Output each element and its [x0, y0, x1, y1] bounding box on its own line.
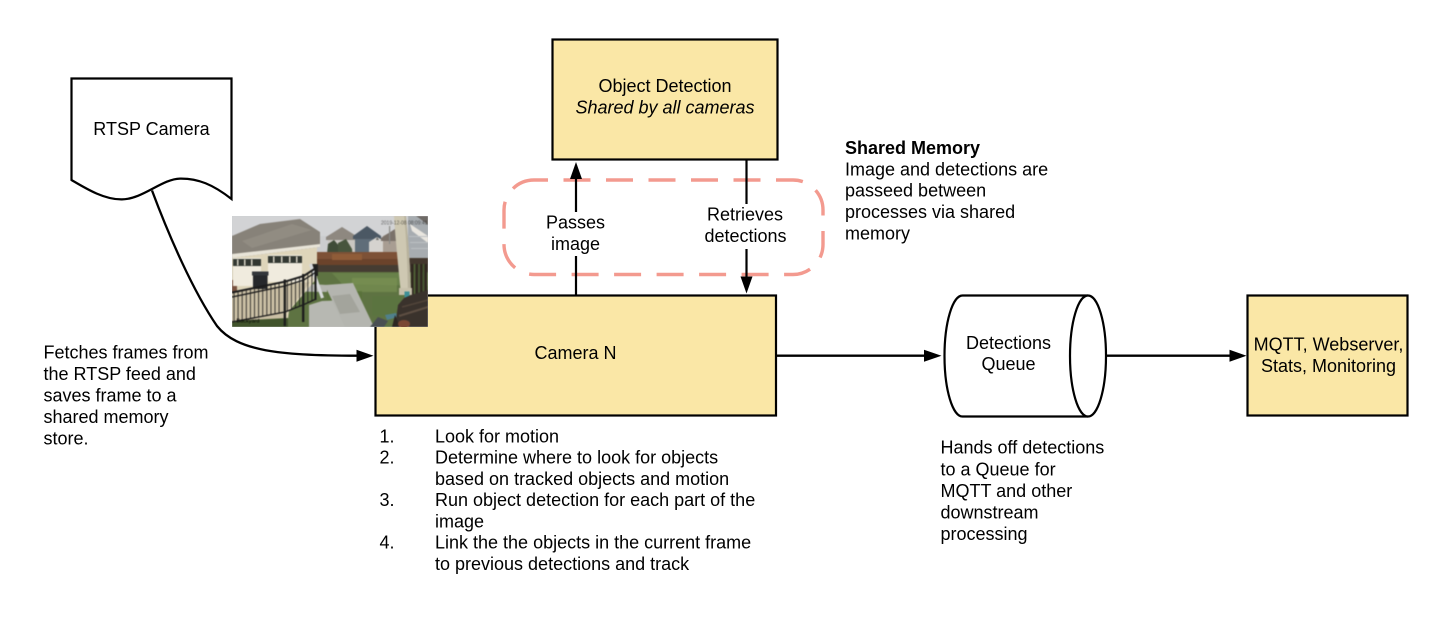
svg-text:Run object detection for each: Run object detection for each part of th…	[435, 490, 755, 510]
svg-text:Backyard: Backyard	[237, 319, 260, 325]
svg-text:the RTSP feed and: the RTSP feed and	[44, 364, 196, 384]
svg-text:Passes: Passes	[546, 212, 605, 232]
svg-text:Fetches frames from: Fetches frames from	[44, 342, 209, 362]
svg-text:image: image	[435, 511, 484, 531]
svg-text:2019-12-08 08:09:41: 2019-12-08 08:09:41	[381, 221, 428, 227]
svg-text:saves frame to a: saves frame to a	[44, 386, 178, 406]
svg-text:store.: store.	[44, 429, 89, 449]
svg-text:image: image	[551, 234, 600, 254]
svg-text:Camera N: Camera N	[534, 343, 616, 363]
svg-text:shared memory: shared memory	[44, 407, 169, 427]
svg-text:Image and detections are: Image and detections are	[845, 159, 1048, 179]
svg-text:Queue: Queue	[981, 354, 1035, 374]
svg-text:memory: memory	[845, 223, 910, 243]
svg-text:to a Queue for: to a Queue for	[941, 459, 1056, 479]
svg-text:detections: detections	[704, 226, 786, 246]
svg-text:Object Detection: Object Detection	[598, 76, 731, 96]
svg-text:Hands off detections: Hands off detections	[941, 438, 1105, 458]
svg-text:3.: 3.	[380, 490, 395, 510]
svg-text:processing: processing	[941, 524, 1028, 544]
svg-text:Retrieves: Retrieves	[707, 204, 783, 224]
svg-text:Look for motion: Look for motion	[435, 426, 559, 446]
svg-text:processes via shared: processes via shared	[845, 202, 1015, 222]
svg-text:Shared by all cameras: Shared by all cameras	[575, 98, 754, 118]
svg-text:RTSP Camera: RTSP Camera	[93, 119, 210, 139]
svg-text:Shared Memory: Shared Memory	[845, 138, 980, 158]
svg-text:passeed between: passeed between	[845, 181, 986, 201]
svg-text:MQTT and other: MQTT and other	[941, 481, 1073, 501]
svg-text:Link the the objects in the cu: Link the the objects in the current fram…	[435, 533, 751, 553]
svg-text:Stats, Monitoring: Stats, Monitoring	[1261, 356, 1396, 376]
svg-text:Determine where to look for ob: Determine where to look for objects	[435, 448, 718, 468]
svg-text:2.: 2.	[380, 448, 395, 468]
svg-text:4.: 4.	[380, 533, 395, 553]
svg-text:to previous detections and tra: to previous detections and track	[435, 554, 690, 574]
svg-text:downstream: downstream	[941, 503, 1039, 523]
svg-text:Detections: Detections	[966, 333, 1051, 353]
svg-text:MQTT, Webserver,: MQTT, Webserver,	[1254, 335, 1404, 355]
svg-text:based on tracked objects and m: based on tracked objects and motion	[435, 469, 729, 489]
svg-text:1.: 1.	[380, 426, 395, 446]
